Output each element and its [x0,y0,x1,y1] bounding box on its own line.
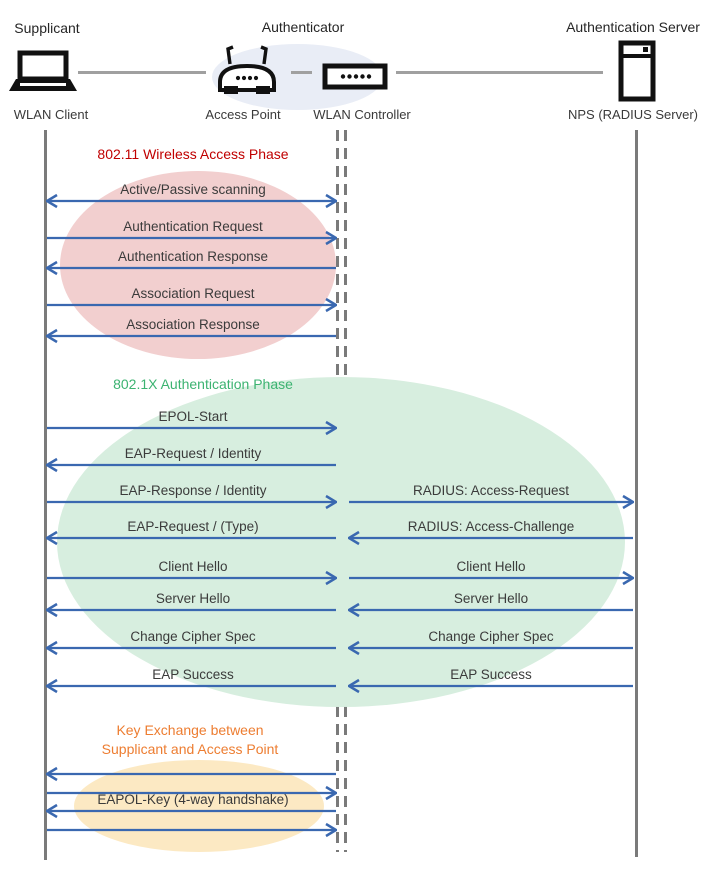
node-label-wlan-controller: WLAN Controller [313,107,411,122]
message-arrow [46,193,337,209]
message-label: Association Response [126,317,260,332]
message-label: RADIUS: Access-Request [412,483,570,498]
message-label: Server Hello [453,591,529,606]
node-label-nps-radius-server: NPS (RADIUS Server) [567,107,699,122]
node-label-wlan-client: WLAN Client [13,107,89,122]
message-arrow [348,602,633,618]
message-label: EAP-Request / Identity [124,446,262,461]
message-label: EAP Success [152,667,234,682]
message-label: EAP Success [450,667,532,682]
message-label: EAP-Request / (Type) [127,519,259,534]
message-label: EPOL-Start [158,409,228,424]
message-arrow [47,494,337,510]
message-arrow [46,766,336,782]
message-arrow [46,457,336,473]
message-arrow [47,420,337,436]
message-arrow [47,297,337,313]
phase-title-wireless-access: 802.11 Wireless Access Phase [97,146,289,162]
server-icon [618,40,656,102]
message-arrow [46,328,336,344]
lifeline-nps-server [635,130,638,857]
laptop-icon [9,50,77,91]
message-label: Client Hello [158,559,228,574]
node-label-access-point: Access Point [205,107,281,122]
message-label: Association Request [131,286,255,301]
message-label: EAPOL-Key (4-way handshake) [97,792,289,807]
message-arrow [46,803,336,819]
message-arrow [46,260,336,276]
role-label-supplicant: Supplicant [14,20,80,36]
message-label: Change Cipher Spec [130,629,256,644]
role-label-authentication-server: Authentication Server [566,19,700,35]
message-arrow [348,640,633,656]
connector-line-controller-server [396,71,603,74]
message-arrow [47,785,337,801]
message-arrow [348,530,633,546]
message-arrow [47,230,337,246]
message-arrow [349,494,634,510]
message-arrow [46,678,336,694]
message-label: Server Hello [155,591,231,606]
phase-ellipse-key-exchange [74,760,324,852]
message-arrow [349,570,634,586]
wlan-controller-icon [322,63,388,90]
message-label: Change Cipher Spec [428,629,554,644]
message-arrow [46,602,336,618]
connector-dash-ap-controller [291,71,312,74]
message-label: Active/Passive scanning [120,182,266,197]
message-arrow [348,678,633,694]
phase-title-key-exchange-line1: Key Exchange between [116,722,264,738]
message-label: RADIUS: Access-Challenge [407,519,575,534]
connector-line-client-ap [78,71,206,74]
message-label: Client Hello [456,559,526,574]
message-arrow [46,640,336,656]
message-arrow [47,570,337,586]
phase-title-authentication: 802.1X Authentication Phase [113,376,293,392]
role-label-authenticator: Authenticator [261,19,345,35]
access-point-icon [218,45,276,94]
phase-title-key-exchange-line2: Supplicant and Access Point [101,741,279,757]
phase-ellipse-wireless-access [60,171,336,359]
message-label: EAP-Response / Identity [119,483,267,498]
message-arrow [46,530,336,546]
message-label: Authentication Response [117,249,269,264]
message-label: Authentication Request [123,219,263,234]
lifeline-wlan-client [44,130,47,860]
phase-ellipse-authentication [57,377,625,707]
message-arrow [47,822,337,838]
